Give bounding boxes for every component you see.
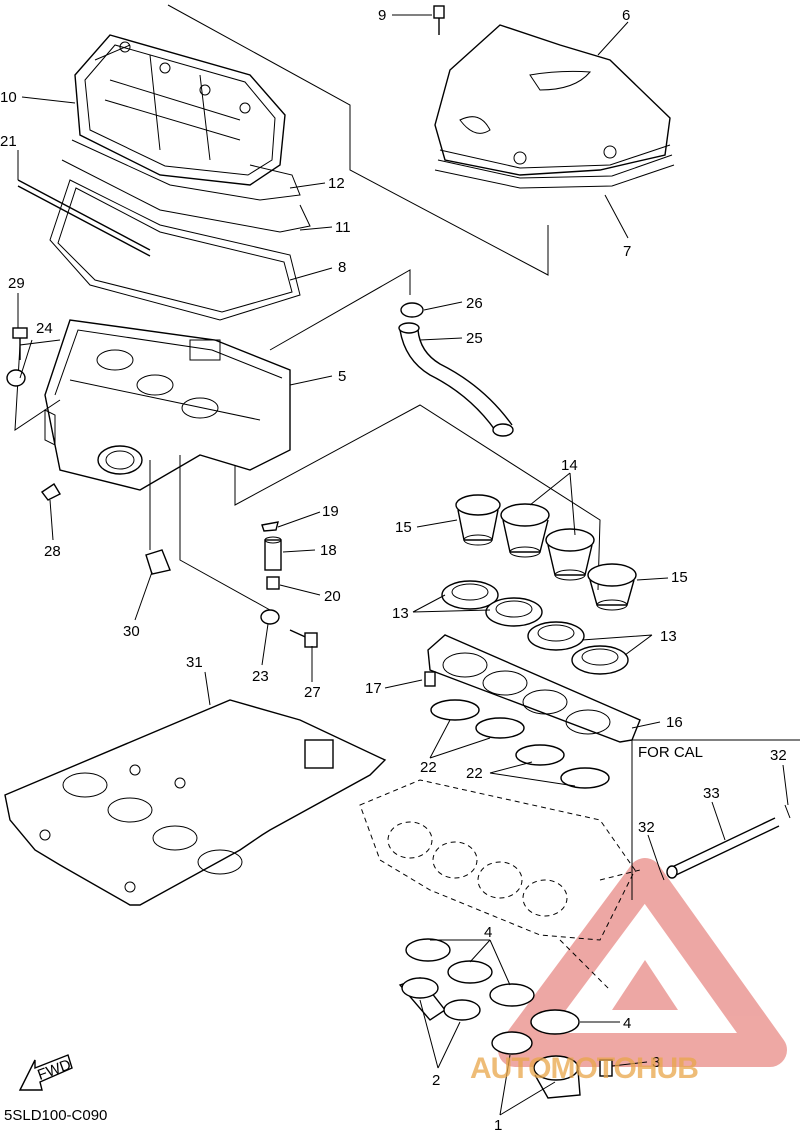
fwd-label: FWD: [35, 1056, 73, 1084]
callout-numbers: 10 9 6 21 12 11 8 7 5 29 24 26 25 28 30 …: [0, 7, 787, 1130]
callout-16: 16: [666, 714, 683, 731]
callout-5: 5: [338, 368, 346, 385]
callout-22-b: 22: [466, 765, 483, 782]
callout-30: 30: [123, 623, 140, 640]
hose-clamps: [430, 699, 610, 789]
intake-funnels: [455, 494, 637, 611]
callout-32-b: 32: [770, 747, 787, 764]
callout-7: 7: [623, 243, 631, 260]
callout-14: 14: [561, 457, 578, 474]
callout-15-a: 15: [395, 519, 412, 536]
drain-parts: [260, 521, 318, 648]
watermark-logo: [498, 858, 787, 1067]
callout-20: 20: [324, 588, 341, 605]
callout-4-b: 4: [623, 1015, 631, 1032]
callout-26: 26: [466, 295, 483, 312]
callout-15-b: 15: [671, 569, 688, 586]
breather-hose: [398, 302, 514, 437]
callout-28: 28: [44, 543, 61, 560]
watermark-text: AUTOMOTOHUB: [470, 1052, 698, 1085]
callout-25: 25: [466, 330, 483, 347]
callout-9: 9: [378, 7, 386, 24]
intake-joints: [398, 938, 613, 1099]
callout-27: 27: [304, 684, 321, 701]
callout-31: 31: [186, 654, 203, 671]
for-cal-section: [631, 739, 800, 900]
callout-32-a: 32: [638, 819, 655, 836]
air-duct-cover: [433, 5, 675, 189]
callout-8: 8: [338, 259, 346, 276]
air-box-lower-case: [6, 319, 291, 575]
air-box-cover-assembly: [17, 34, 311, 321]
callout-10: 10: [0, 89, 17, 106]
callout-29: 29: [8, 275, 25, 292]
assembly-reference-lines: [14, 4, 601, 611]
for-cal-label: FOR CAL: [638, 744, 703, 761]
callout-6: 6: [622, 7, 630, 24]
seal-sheet: [4, 699, 387, 906]
callout-2: 2: [432, 1072, 440, 1089]
callout-18: 18: [320, 542, 337, 559]
callout-19: 19: [322, 503, 339, 520]
callout-33: 33: [703, 785, 720, 802]
callout-11: 11: [335, 219, 351, 236]
throttle-body-outline: [359, 779, 641, 991]
callout-leaders: [17, 14, 789, 1116]
callout-1: 1: [494, 1117, 502, 1130]
funnel-rings: [441, 580, 629, 675]
callout-17: 17: [365, 680, 382, 697]
callout-22-a: 22: [420, 759, 437, 776]
callout-12: 12: [328, 175, 345, 192]
callout-4-a: 4: [484, 924, 492, 941]
callout-24: 24: [36, 320, 53, 337]
fwd-arrow-icon: FWD: [18, 1054, 73, 1091]
callout-3: 3: [652, 1054, 660, 1071]
callout-21: 21: [0, 133, 17, 150]
callout-13-a: 13: [392, 605, 409, 622]
diagram-code: 5SLD100-C090: [4, 1107, 107, 1124]
callout-23: 23: [252, 668, 269, 685]
callout-13-b: 13: [660, 628, 677, 645]
